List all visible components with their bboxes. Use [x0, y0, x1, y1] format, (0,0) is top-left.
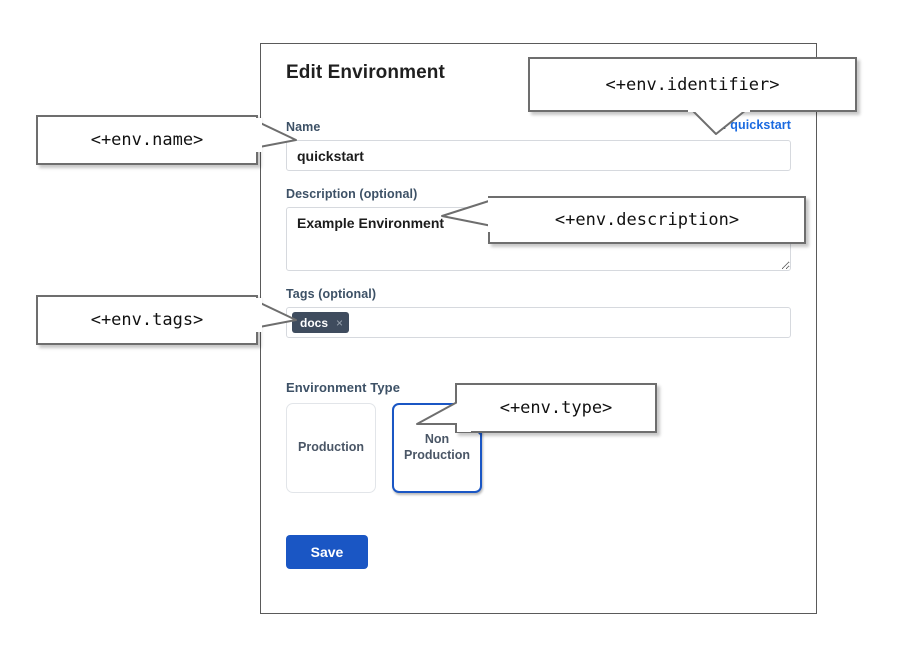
environment-type-card-production[interactable]: Production [286, 403, 376, 493]
callout-env-name-tail [252, 118, 297, 152]
callout-env-description-tail [441, 198, 500, 232]
page-title: Edit Environment [286, 62, 445, 83]
tags-field-head: Tags (optional) [286, 285, 791, 302]
callout-env-identifier: <+env.identifier> [528, 57, 857, 112]
environment-type-label: Environment Type [286, 380, 401, 395]
tags-label: Tags (optional) [286, 287, 377, 301]
tags-field-block: Tags (optional) docs × [286, 285, 791, 338]
callout-env-tags: <+env.tags> [36, 295, 258, 345]
callout-env-type-tail [416, 398, 471, 432]
callout-env-name-text: <+env.name> [90, 130, 204, 150]
callout-env-type: <+env.type> [455, 383, 657, 433]
name-label: Name [286, 120, 321, 134]
callout-env-identifier-text: <+env.identifier> [605, 74, 780, 95]
environment-id-value[interactable]: quickstart [730, 118, 791, 132]
tag-chip-label: docs [300, 315, 329, 330]
tags-input[interactable]: docs × [286, 307, 791, 338]
environment-type-card-non-production-label: Non Production [404, 432, 470, 462]
description-field-head: Description (optional) [286, 185, 791, 202]
environment-type-card-production-label: Production [298, 440, 364, 455]
callout-env-name: <+env.name> [36, 115, 258, 165]
name-input[interactable] [286, 140, 791, 171]
description-label: Description (optional) [286, 187, 418, 201]
name-field-block: Name ID: quickstart [286, 118, 791, 171]
save-button[interactable]: Save [286, 535, 368, 569]
callout-env-identifier-tail [688, 106, 750, 135]
tag-remove-icon[interactable]: × [336, 315, 344, 330]
callout-env-description: <+env.description> [488, 196, 806, 244]
callout-env-description-text: <+env.description> [554, 210, 740, 230]
callout-env-tags-text: <+env.tags> [90, 310, 204, 330]
callout-env-tags-tail [252, 298, 297, 332]
callout-env-type-text: <+env.type> [499, 398, 613, 418]
tag-chip[interactable]: docs × [292, 312, 350, 333]
